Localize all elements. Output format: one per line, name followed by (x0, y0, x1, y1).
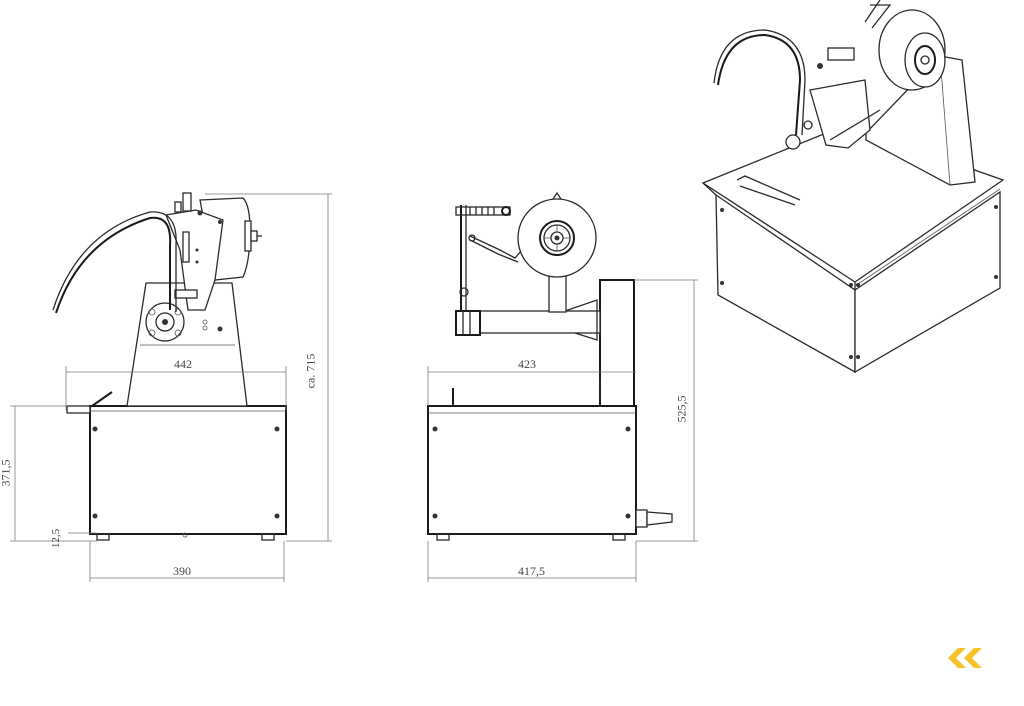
side-overall-height-label: 525,5 (674, 395, 689, 423)
front-overall-height-label: ca. 715 (303, 353, 318, 389)
side-base-width-label: 417,5 (518, 564, 545, 578)
double-chevron-left-icon (948, 648, 982, 668)
side-top-width-label: 423 (518, 357, 536, 371)
front-base-height-label: 371,5 (0, 459, 13, 487)
front-top-width-label: 442 (174, 357, 192, 371)
front-base-width-label: 390 (173, 564, 191, 578)
front-foot-height-label: 12,5 (50, 528, 63, 549)
